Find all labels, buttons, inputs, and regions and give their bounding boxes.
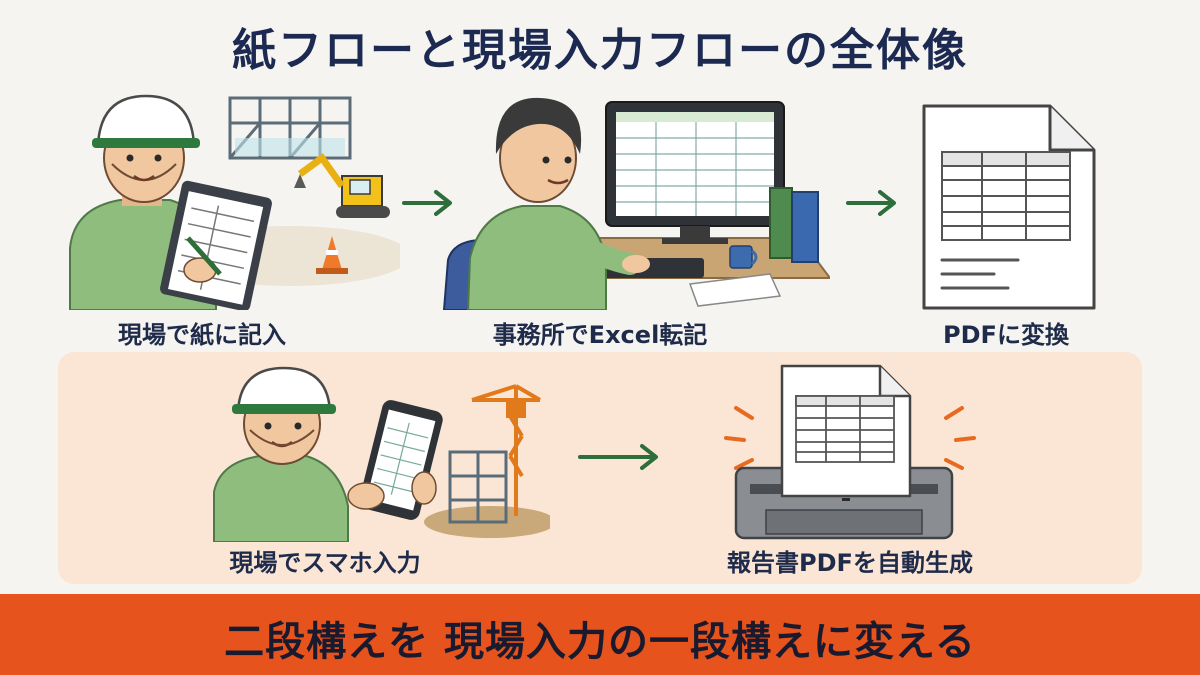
summary-banner (0, 594, 1200, 675)
step-label-excel: 事務所でExcel転記 (492, 321, 708, 349)
clipboard-icon (160, 180, 272, 310)
monitor-icon (605, 101, 785, 244)
arrow-right-icon (578, 444, 658, 470)
arrow-right-icon (402, 190, 452, 216)
summary-banner-text: 二段構えを 現場入力の一段構えに変える (224, 619, 976, 665)
worker-smartphone-illustration (213, 366, 550, 542)
scaffold-icon (448, 450, 508, 524)
hair-icon (495, 97, 582, 154)
pdf-document-icon (922, 104, 1096, 310)
office-excel-illustration (442, 97, 830, 310)
binder-icon (769, 187, 819, 263)
step-label-pdf: PDFに変換 (943, 321, 1069, 349)
helmet-icon (96, 94, 196, 148)
step-label-paper: 現場で紙に記入 (118, 321, 286, 349)
burst-icon (724, 406, 976, 470)
step-label-smartphone: 現場でスマホ入力 (229, 549, 421, 577)
worker-clipboard-illustration (69, 94, 400, 310)
page-title: 紙フローと現場入力フローの全体像 (232, 25, 968, 76)
traffic-cone-icon (316, 236, 348, 274)
mug-icon (729, 245, 758, 269)
step-label-auto-pdf: 報告書PDFを自動生成 (727, 549, 973, 577)
helmet-icon (236, 366, 332, 414)
excavator-icon (294, 153, 390, 218)
printer-auto-pdf-illustration (724, 364, 976, 540)
arrow-right-icon (846, 190, 896, 216)
